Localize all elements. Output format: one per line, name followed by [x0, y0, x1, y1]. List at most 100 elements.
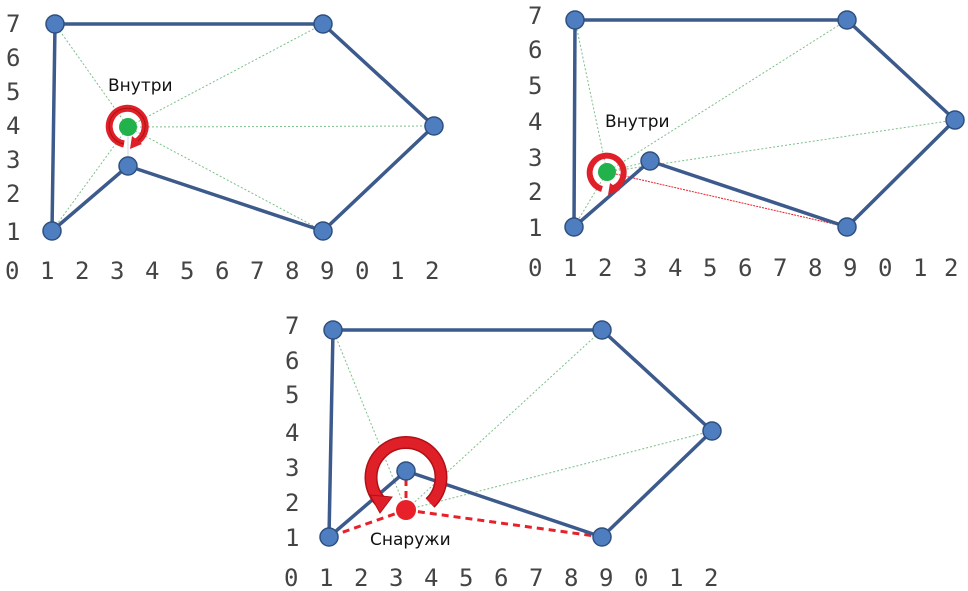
- vertex: [564, 217, 584, 237]
- ray: [606, 19, 848, 173]
- ray: [127, 23, 324, 128]
- x-tick: 1: [40, 257, 54, 285]
- panel-1-y-axis-ticks: 7 6 5 4 3 2 1: [6, 10, 20, 246]
- x-tick: 9: [599, 564, 613, 591]
- y-tick-4: 4: [528, 108, 542, 136]
- x-tick: 8: [808, 254, 822, 282]
- y-tick-6: 6: [528, 36, 542, 64]
- test-point-outside: [396, 500, 416, 520]
- y-tick-1: 1: [285, 524, 299, 552]
- ray: [127, 126, 324, 232]
- x-tick: 8: [564, 564, 578, 591]
- vertex: [42, 221, 62, 241]
- x-tick: 4: [668, 254, 682, 282]
- x-tick: 5: [180, 257, 194, 285]
- x-tick: 0: [5, 257, 19, 285]
- x-tick: 7: [773, 254, 787, 282]
- y-tick-3: 3: [285, 454, 299, 482]
- y-tick-1: 1: [528, 214, 542, 242]
- vertex: [702, 421, 722, 441]
- result-label: Снаружи: [370, 530, 451, 550]
- panel-3-polygon: [327, 328, 714, 539]
- x-tick: 5: [459, 564, 473, 591]
- y-tick-2: 2: [528, 178, 542, 206]
- panel-1-vertices: [42, 14, 444, 241]
- x-tick: 9: [320, 257, 334, 285]
- y-tick-3: 3: [6, 146, 20, 174]
- vertex: [640, 151, 660, 171]
- x-tick: 1: [669, 564, 683, 591]
- test-point-inside: [598, 163, 616, 181]
- vertex: [592, 320, 612, 340]
- y-tick-5: 5: [6, 78, 20, 106]
- ray-crossing: [405, 508, 603, 539]
- x-tick: 4: [424, 564, 438, 591]
- x-tick: 6: [494, 564, 508, 591]
- x-tick: 2: [598, 254, 612, 282]
- x-tick: 2: [75, 257, 89, 285]
- x-tick: 0: [355, 257, 369, 285]
- ray: [573, 171, 608, 228]
- y-tick-5: 5: [285, 381, 299, 409]
- x-tick: 2: [704, 564, 718, 591]
- x-tick: 3: [389, 564, 403, 591]
- x-tick: 0: [528, 254, 542, 282]
- panel-3-x-axis-ticks: 0 1 2 3 4 5 6 7 8 9 0 1 2: [284, 564, 718, 591]
- x-tick: 9: [843, 254, 857, 282]
- x-tick: 4: [145, 257, 159, 285]
- panel-3: 7 6 5 4 3 2 1 0 1 2 3 4 5 6 7 8 9 0 1 2: [284, 312, 722, 591]
- ray: [405, 430, 713, 511]
- vertex: [323, 320, 343, 340]
- ray: [574, 19, 608, 173]
- x-tick: 5: [703, 254, 717, 282]
- x-tick: 2: [354, 564, 368, 591]
- vertex: [592, 527, 612, 547]
- y-tick-4: 4: [285, 419, 299, 447]
- x-tick: 8: [285, 257, 299, 285]
- vertex: [837, 10, 857, 30]
- ray-crossing: [606, 171, 848, 228]
- ray-crossing: [328, 508, 407, 539]
- x-tick: 1: [913, 254, 927, 282]
- result-label: Внутри: [108, 76, 173, 96]
- test-point-inside: [119, 118, 137, 136]
- y-tick-7: 7: [285, 312, 299, 340]
- y-tick-7: 7: [6, 10, 20, 38]
- x-tick: 7: [529, 564, 543, 591]
- vertex: [565, 10, 585, 30]
- y-tick-6: 6: [285, 347, 299, 375]
- panel-2: 7 6 5 4 3 2 1 0 1 2 3 4 5 6 7 8 9 0 1 2: [528, 2, 965, 282]
- x-tick: 3: [633, 254, 647, 282]
- y-tick-2: 2: [285, 489, 299, 517]
- panel-1-x-axis-ticks: 0 1 2 3 4 5 6 7 8 9 0 1 2: [5, 257, 439, 285]
- y-tick-6: 6: [6, 44, 20, 72]
- x-tick: 7: [250, 257, 264, 285]
- y-tick-7: 7: [528, 2, 542, 30]
- x-tick: 0: [634, 564, 648, 591]
- vertex: [45, 14, 65, 34]
- vertex: [118, 156, 138, 176]
- panel-3-vertices: [319, 320, 722, 547]
- y-tick-1: 1: [6, 218, 20, 246]
- x-tick: 6: [215, 257, 229, 285]
- x-tick: 0: [284, 564, 298, 591]
- vertex: [396, 461, 416, 481]
- result-label: Внутри: [605, 112, 670, 132]
- x-tick: 0: [878, 254, 892, 282]
- x-tick: 1: [563, 254, 577, 282]
- panel-1-winding-arrow: [105, 104, 149, 149]
- y-tick-4: 4: [6, 112, 20, 140]
- vertex: [313, 221, 333, 241]
- ray: [606, 119, 956, 173]
- panel-1: 7 6 5 4 3 2 1 0 1 2 3 4 5 6 7 8 9 0 1 2: [5, 10, 444, 285]
- y-tick-5: 5: [528, 72, 542, 100]
- vertex: [313, 14, 333, 34]
- y-tick-2: 2: [6, 180, 20, 208]
- vertex: [319, 527, 339, 547]
- vertex: [837, 217, 857, 237]
- panel-3-y-axis-ticks: 7 6 5 4 3 2 1: [285, 312, 299, 552]
- x-tick: 1: [319, 564, 333, 591]
- panel-2-winding-arrow: [586, 152, 627, 195]
- vertex: [424, 116, 444, 136]
